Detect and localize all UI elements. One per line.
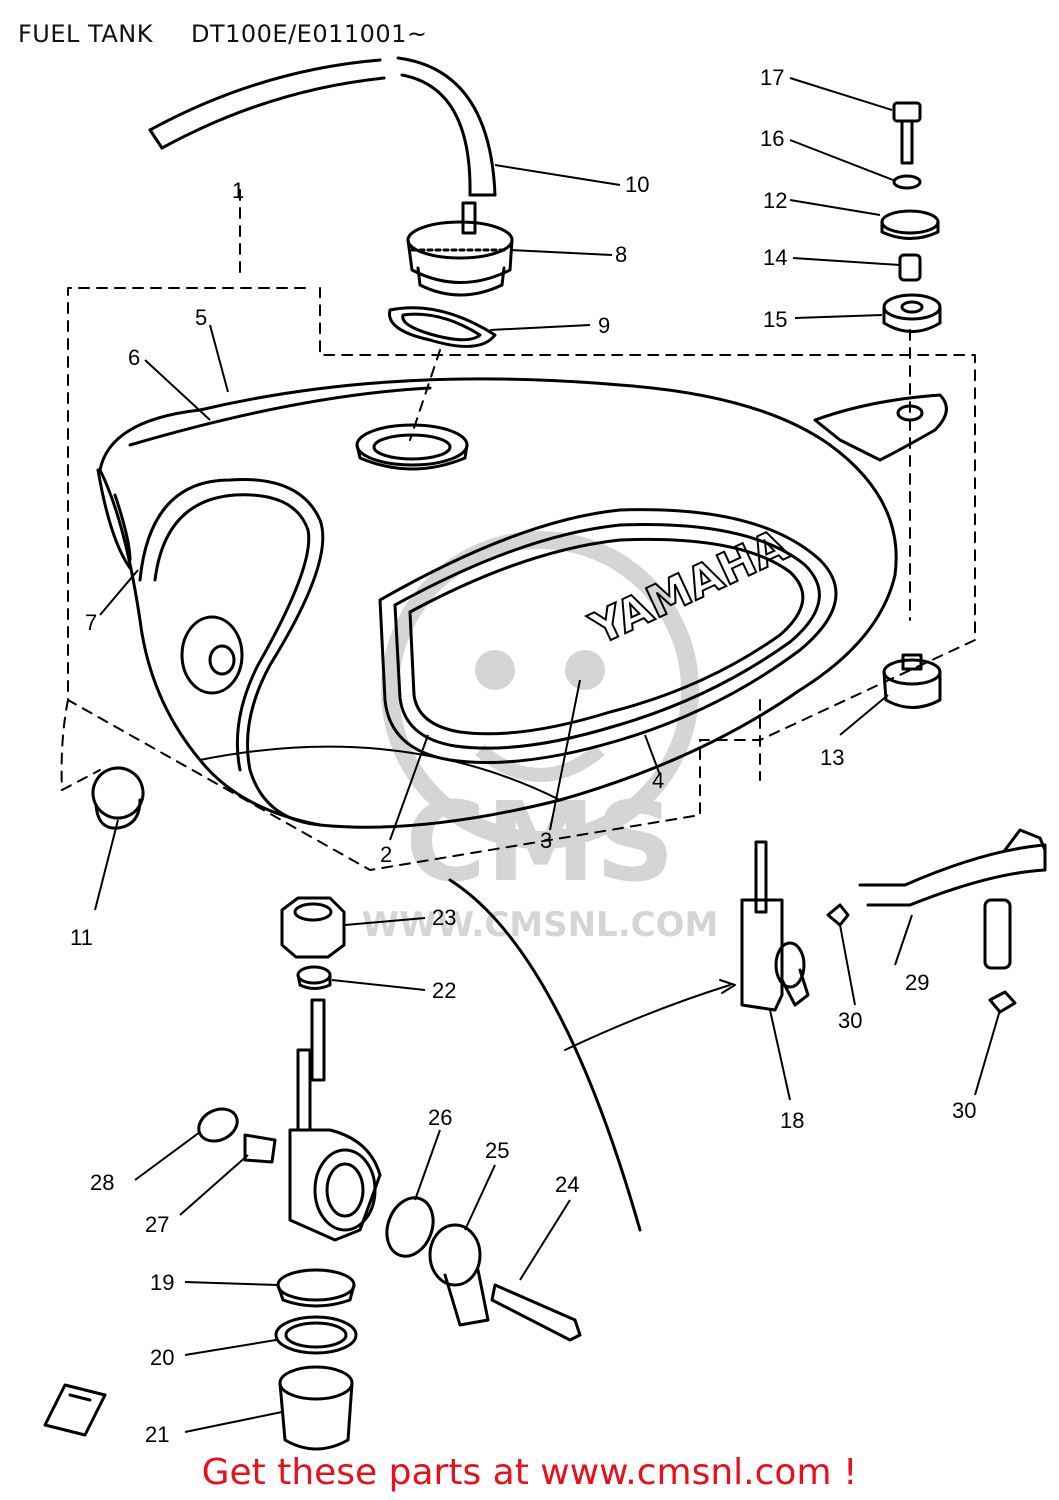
- fuel-cock-nut: [280, 896, 346, 990]
- callout-13: 13: [820, 745, 844, 770]
- callout-24: 24: [555, 1172, 579, 1197]
- cap-gasket: [388, 306, 497, 348]
- callout-30a: 30: [838, 1008, 862, 1033]
- callout-27: 27: [145, 1212, 169, 1237]
- callout-8: 8: [615, 242, 627, 267]
- callout-29: 29: [905, 970, 929, 995]
- callout-26: 26: [428, 1105, 452, 1130]
- callout-9: 9: [598, 313, 610, 338]
- parts-link-banner[interactable]: Get these parts at www.cmsnl.com !: [201, 1452, 858, 1493]
- fuel-cock-assembly: [448, 828, 1047, 1232]
- callout-20: 20: [150, 1345, 174, 1370]
- callout-1: 1: [232, 178, 244, 203]
- front-arrow-icon: [43, 1383, 107, 1437]
- callout-21: 21: [145, 1422, 169, 1447]
- callout-28: 28: [90, 1170, 114, 1195]
- callouts: 1 2 3 4 5 6 7 8 9 10 11 12 13 14 15 16 1…: [70, 65, 976, 1447]
- callout-5: 5: [195, 305, 207, 330]
- callout-4: 4: [652, 768, 664, 793]
- callout-6: 6: [128, 345, 140, 370]
- callout-15: 15: [763, 307, 787, 332]
- callout-10: 10: [625, 172, 649, 197]
- diagram-title: FUEL TANK: [18, 20, 153, 48]
- fuel-tank: [96, 377, 948, 829]
- fuel-cap: [406, 201, 514, 297]
- callout-16: 16: [760, 126, 784, 151]
- mounting-hardware: [880, 101, 942, 333]
- leader-lines: [94, 77, 1001, 1433]
- callout-14: 14: [763, 245, 787, 270]
- model-code: DT100E/E011001~: [190, 20, 428, 48]
- page-title: FUEL TANK DT100E/E011001~: [18, 20, 428, 48]
- callout-12: 12: [763, 188, 787, 213]
- fuel-cock-exploded: [197, 998, 582, 1451]
- callout-22: 22: [432, 978, 456, 1003]
- callout-30b: 30: [952, 1098, 976, 1123]
- callout-18: 18: [780, 1108, 804, 1133]
- callout-7: 7: [85, 610, 97, 635]
- callout-17: 17: [760, 65, 784, 90]
- damper: [882, 653, 942, 709]
- callout-25: 25: [485, 1138, 509, 1163]
- callout-23: 23: [432, 905, 456, 930]
- breather-hose: [148, 56, 497, 197]
- callout-2: 2: [380, 842, 392, 867]
- callout-19: 19: [150, 1270, 174, 1295]
- rubber-cushion: [91, 766, 145, 830]
- callout-11: 11: [70, 925, 93, 950]
- callout-3: 3: [540, 828, 552, 853]
